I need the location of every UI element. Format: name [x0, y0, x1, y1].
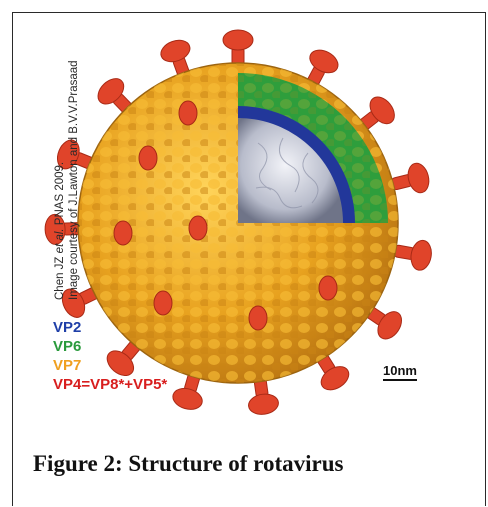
legend-vp6: VP6: [53, 337, 167, 356]
legend-vp2: VP2: [53, 318, 167, 337]
image-credit: Chen JZ et al. PNAS 2009. Image courtesy…: [53, 60, 81, 300]
protein-legend: VP2 VP6 VP7 VP4=VP8*+VP5*: [53, 318, 167, 394]
legend-vp4: VP4=VP8*+VP5*: [53, 375, 167, 394]
figure-caption: Figure 2: Structure of rotavirus: [33, 451, 343, 477]
legend-vp7: VP7: [53, 356, 167, 375]
scale-bar: 10nm: [383, 363, 417, 381]
